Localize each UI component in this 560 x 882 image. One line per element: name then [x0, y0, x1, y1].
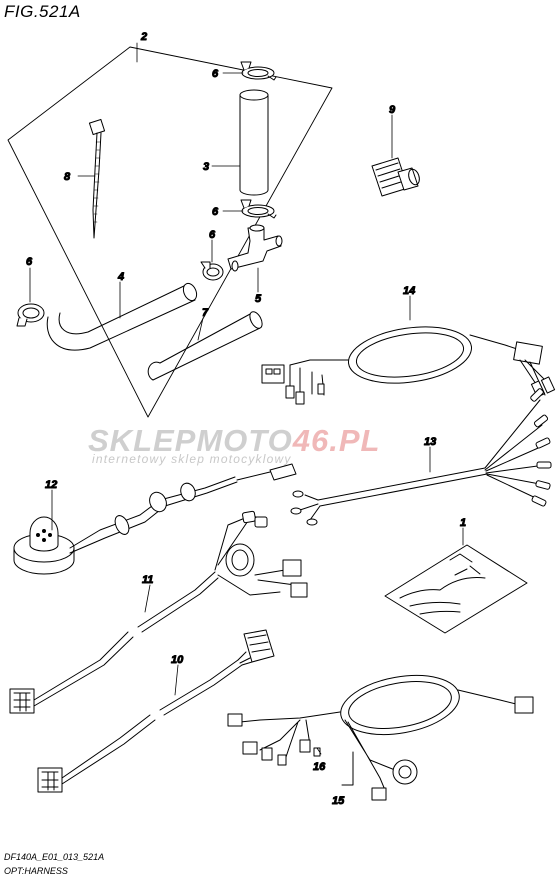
callout-7: 7	[202, 307, 209, 319]
callout-6: 6	[212, 206, 219, 218]
buzzer-part	[13, 463, 297, 575]
short-hose-part	[147, 311, 263, 381]
callout-4: 4	[117, 271, 124, 283]
cable-tie-part	[88, 118, 106, 239]
drawing-code: DF140A_E01_013_521A	[4, 852, 105, 862]
callout-3: 3	[203, 161, 209, 173]
callout-11: 11	[142, 574, 153, 586]
callout-13: 13	[424, 436, 436, 448]
callout-6: 6	[212, 68, 219, 80]
straight-hose-part	[239, 89, 269, 196]
callout-14: 14	[403, 285, 415, 297]
hose-clamp-part-small	[200, 261, 224, 281]
callout-8: 8	[64, 171, 71, 183]
callout-6: 6	[26, 256, 33, 268]
watermark-tagline: internetowy sklep motocyklowy	[92, 452, 292, 466]
callout-16: 16	[313, 761, 326, 773]
watermark-brand-main: SKLEPMOTO	[88, 423, 293, 458]
harness-13-part	[290, 388, 552, 526]
bent-hose-part	[46, 282, 198, 351]
callout-2: 2	[140, 31, 147, 43]
callout-1: 1	[460, 517, 466, 529]
harness-10-part	[37, 629, 275, 793]
callout-10: 10	[171, 654, 184, 666]
callout-5: 5	[255, 293, 262, 305]
tee-fitting-part	[227, 224, 283, 272]
callout-15: 15	[332, 795, 345, 807]
kit-box-outline	[7, 46, 333, 418]
hose-clamp-part-top	[240, 61, 277, 81]
callout-9: 9	[389, 104, 396, 116]
watermark-brand: SKLEPMOTO46.PL	[88, 423, 381, 459]
callout-12: 12	[45, 479, 57, 491]
section-name: OPT:HARNESS	[4, 866, 68, 876]
harness-14-part	[261, 326, 556, 405]
watermark-brand-accent: 46.PL	[292, 423, 381, 458]
hose-clamp-part-mid	[240, 199, 277, 219]
hose-clamp-part-left	[16, 303, 45, 327]
harness-15-part	[227, 675, 534, 801]
leader-lines	[29, 42, 464, 755]
instruction-bag-part	[384, 544, 528, 634]
blind-plug-part	[371, 157, 420, 197]
figure-title: FIG.521A	[4, 2, 81, 21]
harness-11-part	[9, 510, 308, 714]
callout-6: 6	[209, 229, 216, 241]
